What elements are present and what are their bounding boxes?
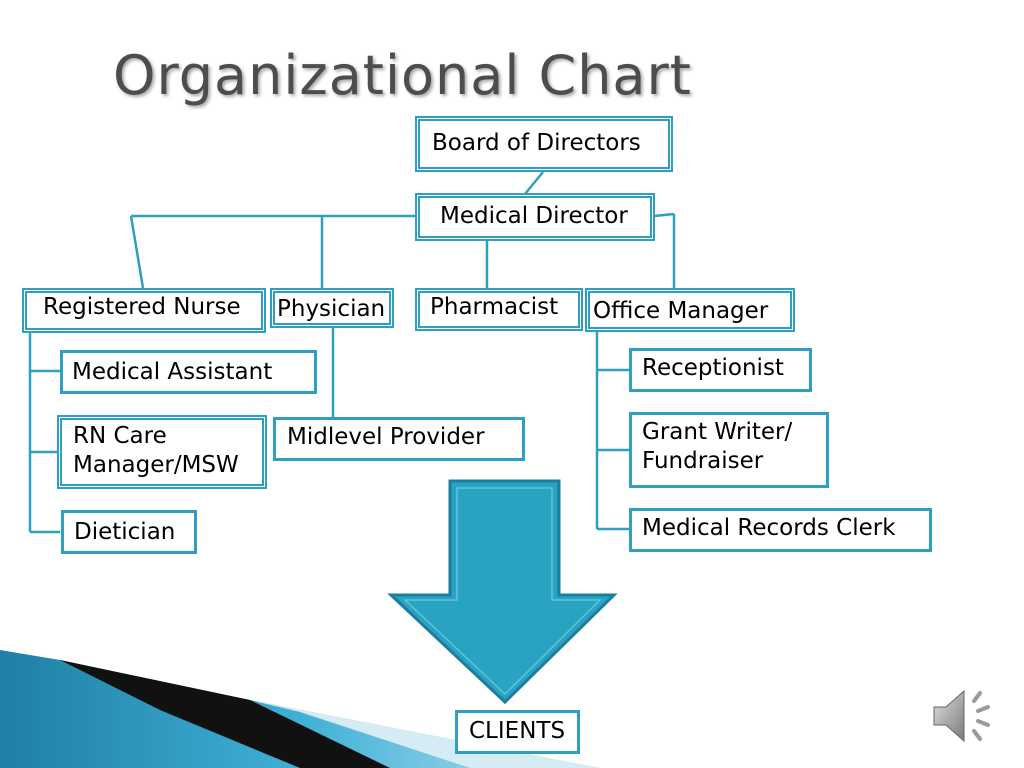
registered-nurse-label: Registered Nurse xyxy=(43,294,241,320)
grant-writer-label-line1: Grant Writer/ xyxy=(642,419,793,445)
rn-care-manager-label-line2: Manager/MSW xyxy=(73,452,239,478)
pharmacist-box: Pharmacist xyxy=(415,288,583,331)
registered-nurse-box: Registered Nurse xyxy=(22,288,266,333)
rn-care-manager-box: RN Care Manager/MSW xyxy=(57,415,267,489)
page-title: Organizational Chart xyxy=(113,44,692,107)
grant-writer-label-line2: Fundraiser xyxy=(642,448,764,474)
physician-label: Physician xyxy=(277,296,386,322)
office-manager-label: Office Manager xyxy=(593,298,769,324)
medical-assistant-label: Medical Assistant xyxy=(72,359,273,385)
dietician-label: Dietician xyxy=(74,519,176,545)
medical-records-clerk-box: Medical Records Clerk xyxy=(629,508,932,552)
receptionist-label: Receptionist xyxy=(642,355,784,381)
rn-care-manager-label-line1: RN Care xyxy=(73,423,167,449)
office-manager-box: Office Manager xyxy=(585,288,795,332)
clients-label: CLIENTS xyxy=(469,718,566,744)
dietician-box: Dietician xyxy=(61,510,197,554)
midlevel-provider-label: Midlevel Provider xyxy=(287,424,485,450)
medical-director-box: Medical Director xyxy=(415,193,655,241)
receptionist-box: Receptionist xyxy=(629,348,812,392)
clients-box: CLIENTS xyxy=(455,710,580,754)
board-of-directors-box: Board of Directors xyxy=(415,116,673,172)
pharmacist-label: Pharmacist xyxy=(430,294,559,320)
midlevel-provider-box: Midlevel Provider xyxy=(273,417,525,461)
physician-box: Physician xyxy=(270,288,394,328)
medical-director-label: Medical Director xyxy=(440,203,628,229)
down-arrow xyxy=(387,479,618,705)
grant-writer-box: Grant Writer/ Fundraiser xyxy=(629,412,829,488)
speaker-icon[interactable] xyxy=(930,683,1000,749)
medical-assistant-box: Medical Assistant xyxy=(60,350,317,394)
medical-records-clerk-label: Medical Records Clerk xyxy=(642,515,896,541)
board-of-directors-label: Board of Directors xyxy=(432,130,641,156)
